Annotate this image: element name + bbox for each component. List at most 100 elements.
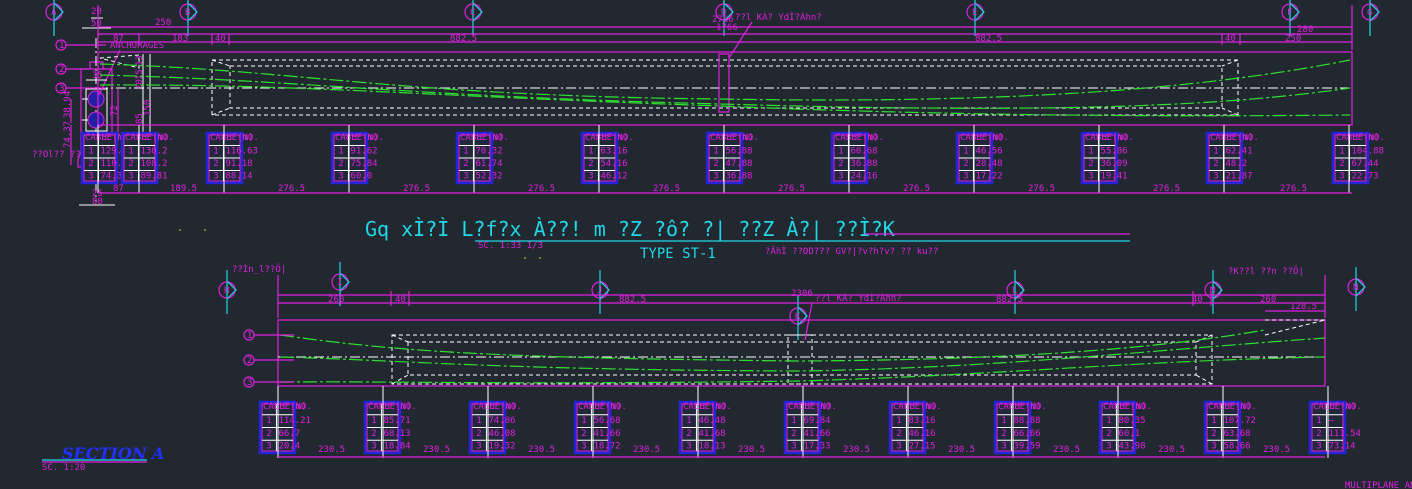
dimension-label: 260: [1260, 295, 1276, 305]
grid-bubble-icon: [45, 3, 63, 21]
table-h-value: 70.32: [475, 147, 502, 157]
grid-bubble-D[interactable]: D: [715, 2, 734, 22]
dimension-label: 128.5: [1290, 302, 1317, 312]
section-a-detail[interactable]: ANCHORAGES 20 50 35 25 80 150 85 72 38.9…: [42, 7, 164, 473]
table-h-value: 85.71: [383, 416, 410, 426]
table-h-value: 19.41: [1100, 172, 1127, 182]
tendon-cable: [279, 329, 1266, 362]
grid-bubble-G[interactable]: G: [1361, 2, 1380, 22]
grid-bubble-icon: [464, 3, 482, 21]
table-h-value: 110.31: [100, 159, 133, 169]
anchor-block-left: [99, 54, 140, 69]
tendon-cable: [99, 84, 1351, 117]
table-cable-no: 1: [371, 416, 376, 426]
spacing-label: 276.5: [903, 184, 930, 194]
table-cable-no: 3: [1106, 442, 1111, 452]
spacing-label: 276.5: [1028, 184, 1055, 194]
grid-arrow-icon: [339, 272, 350, 292]
table-header-cable: CABLE NO.: [85, 133, 134, 143]
anchor-1-icon: [87, 90, 105, 108]
table-h-value: 20.4: [278, 442, 300, 452]
table-cable-no: 3: [213, 172, 218, 182]
table-h-value: 61.74: [475, 159, 502, 169]
grid-arrow-icon: [974, 2, 985, 22]
cable-id-icon: [243, 376, 255, 388]
grid-letter: E: [972, 8, 977, 18]
grid-bubble-J[interactable]: J: [591, 280, 610, 300]
table-cable-no: 1: [128, 147, 133, 157]
section-a-scale: SC. 1:20: [42, 463, 85, 473]
dimension-label: 882.5: [619, 295, 646, 305]
table-cable-no: 2: [1001, 429, 1006, 439]
cable-id: 3: [59, 84, 64, 94]
table-cable-no: 3: [963, 172, 968, 182]
table-header-cable: CABLE NO.: [473, 402, 522, 412]
tendon-cable: [99, 74, 1351, 109]
table-cable-no: 1: [963, 147, 968, 157]
table-header-cable: CABLE NO.: [460, 133, 509, 143]
grid-letter: D: [721, 8, 726, 18]
grid-bubble-M[interactable]: M: [1204, 280, 1223, 300]
spacing-label: 87: [113, 184, 124, 194]
spacing-label: 276.5: [778, 184, 805, 194]
table-h-value: 46.08: [488, 429, 515, 439]
grid-bubble-N[interactable]: N: [1347, 277, 1366, 297]
table-header-h: H (m): [726, 133, 753, 143]
grid-bubble-H[interactable]: H: [218, 280, 237, 300]
grid-bubble-L[interactable]: L: [1006, 280, 1025, 300]
table-h-value: 63.68: [1223, 429, 1250, 439]
table-h-value: —: [1328, 416, 1334, 426]
grid-bubble-I[interactable]: I: [331, 272, 350, 292]
dimension-label: 40: [215, 34, 226, 44]
grid-bubble-C[interactable]: C: [464, 2, 483, 22]
table-header-h: H (m): [101, 133, 128, 143]
table-h-value: 17.33: [803, 442, 830, 452]
dimension-label: 250: [1285, 34, 1301, 44]
table-h-value: 27.15: [908, 442, 935, 452]
grid-bubble-icon: [591, 281, 609, 299]
anchor-label: ANCHORAGES: [110, 41, 164, 51]
table-header-cable: CABLE NO.: [585, 133, 634, 143]
grid-bubble-E[interactable]: E: [966, 2, 985, 22]
table-cable-no: 1: [581, 416, 586, 426]
grid-arrow-icon: [472, 2, 483, 22]
cable-id-icon: [55, 39, 67, 51]
grid-bubble-K[interactable]: K: [789, 306, 808, 326]
grid-arrow-icon: [1355, 277, 1366, 297]
grid-bubble-A[interactable]: A: [45, 2, 64, 22]
dimension-label: 882.5: [450, 34, 477, 44]
table-h-value: 18.84: [383, 442, 410, 452]
table-cable-no: 3: [791, 442, 796, 452]
table-header-cable: CABLE NO.: [1336, 133, 1385, 143]
table-h-value: 56.88: [725, 147, 752, 157]
tendon-cable: [279, 337, 1326, 372]
table-h-value: 111.54: [1328, 429, 1361, 439]
grid-bubble-F[interactable]: F: [1281, 2, 1300, 22]
table-header-h: H (m): [141, 133, 168, 143]
table-h-value: 36.88: [850, 159, 877, 169]
table-cable-no: 1: [1106, 416, 1111, 426]
table-cable-no: 1: [686, 416, 691, 426]
table-header-h: H (m): [804, 402, 831, 412]
grid-bubble-B[interactable]: B: [179, 2, 198, 22]
grid-bubble-icon: [789, 307, 807, 325]
table-h-value: 91.62: [350, 147, 377, 157]
table-h-value: 22.73: [1351, 172, 1378, 182]
cable-id: 2: [247, 356, 252, 366]
tendon-cable: [279, 356, 1326, 384]
table-header-cable: CABLE NO.: [263, 402, 312, 412]
grid-letter: B: [185, 8, 190, 18]
table-cable-no: 3: [1001, 442, 1006, 452]
grid-letter: J: [597, 286, 602, 296]
table-h-value: 58.66: [1223, 442, 1250, 452]
grid-letter: F: [1287, 8, 1292, 18]
grid-bubble-icon: [1361, 3, 1379, 21]
grid-letter: C: [470, 8, 475, 18]
